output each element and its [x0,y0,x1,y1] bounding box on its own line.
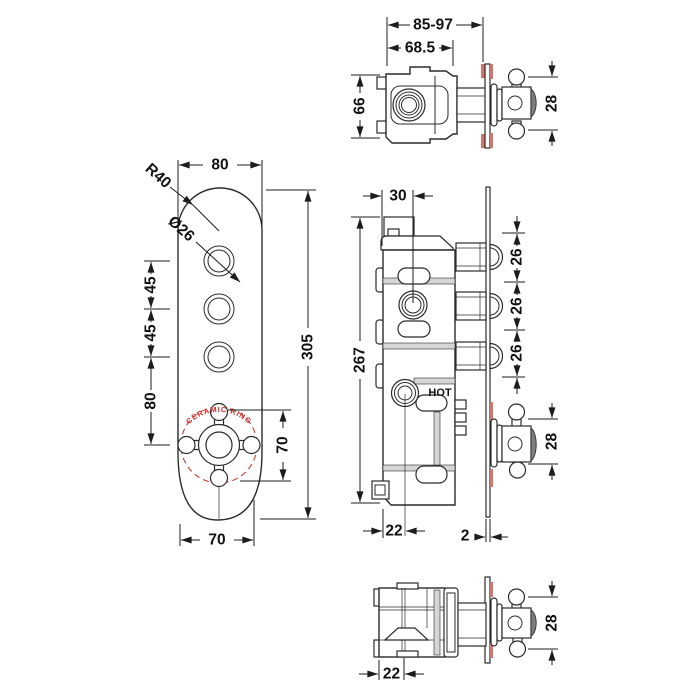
dim-bottom-port-offset: 22 [359,658,424,683]
dim-label-45-b: 45 [143,324,160,342]
dim-side-hot-offset: 22 [363,509,425,540]
hot-port: HOT [390,378,452,408]
front-view: CERAMIC RING 80 R40 Ø26 [142,157,317,549]
dim-label-45-a: 45 [143,276,160,294]
dim-label-26-a: 26 [509,248,526,266]
top-view: 85-97 68.5 66 28 [351,17,561,149]
dim-label-68-5: 68.5 [405,40,436,57]
dim-front-bottom-width: 70 [179,500,255,549]
dim-top-body-width: 66 [351,74,380,139]
handle-top [490,68,537,140]
cross-handle [177,402,261,488]
dim-front-plate-height: 305 [260,189,317,520]
dim-label-2: 2 [461,528,470,545]
dim-top-depth-range: 85-97 [386,17,484,66]
dim-label-70-bottom: 70 [208,532,225,549]
handle-bottom [490,588,537,658]
dim-side-plate-thickness: 2 [461,519,508,545]
dim-label-70-handle: 70 [275,436,292,453]
dim-side-handle: 28 [528,403,561,480]
dim-bottom-handle: 28 [528,581,561,665]
dim-label-28-bottom: 28 [544,614,561,632]
dim-label-267: 267 [352,347,369,373]
dim-label-22-side: 22 [385,523,402,540]
dim-label-80-left: 80 [143,392,160,409]
wall-plate-top [484,63,491,149]
dim-side-top-port-offset: 30 [363,188,433,303]
dim-side-body-height: 267 [351,216,380,504]
handle-side [490,403,537,479]
dim-top-valve-depth: 68.5 [388,40,454,66]
dim-label-26-c: 26 [509,344,526,362]
dim-label-28-top: 28 [544,95,561,113]
bottom-view: 28 22 [359,576,561,683]
dim-label-r40: R40 [142,160,175,192]
dim-label-28-side: 28 [544,433,561,451]
dim-front-plate-width: 80 [177,157,263,226]
dim-label-30: 30 [389,188,406,205]
hot-label: HOT [428,387,452,399]
faceplate-outline [177,187,263,521]
dim-label-80-top: 80 [211,157,228,174]
dim-label-66: 66 [352,97,369,115]
side-ports [455,242,504,371]
dim-label-26-b: 26 [509,297,526,315]
dim-side-port-spacing: 26 26 26 [502,216,526,394]
plate-hole-1 [203,245,235,277]
dim-front-hole-spacing: 45 45 80 [143,260,170,446]
dim-front-handle-circle: 70 [228,409,292,482]
plate-hole-2 [203,293,235,325]
dim-label-22-bottom: 22 [383,666,400,683]
dim-label-85-97: 85-97 [413,17,453,34]
dim-top-handle: 28 [528,61,561,146]
side-view: HOT 30 267 [351,186,561,545]
dim-label-305: 305 [300,334,317,360]
plate-hole-3 [203,341,235,373]
